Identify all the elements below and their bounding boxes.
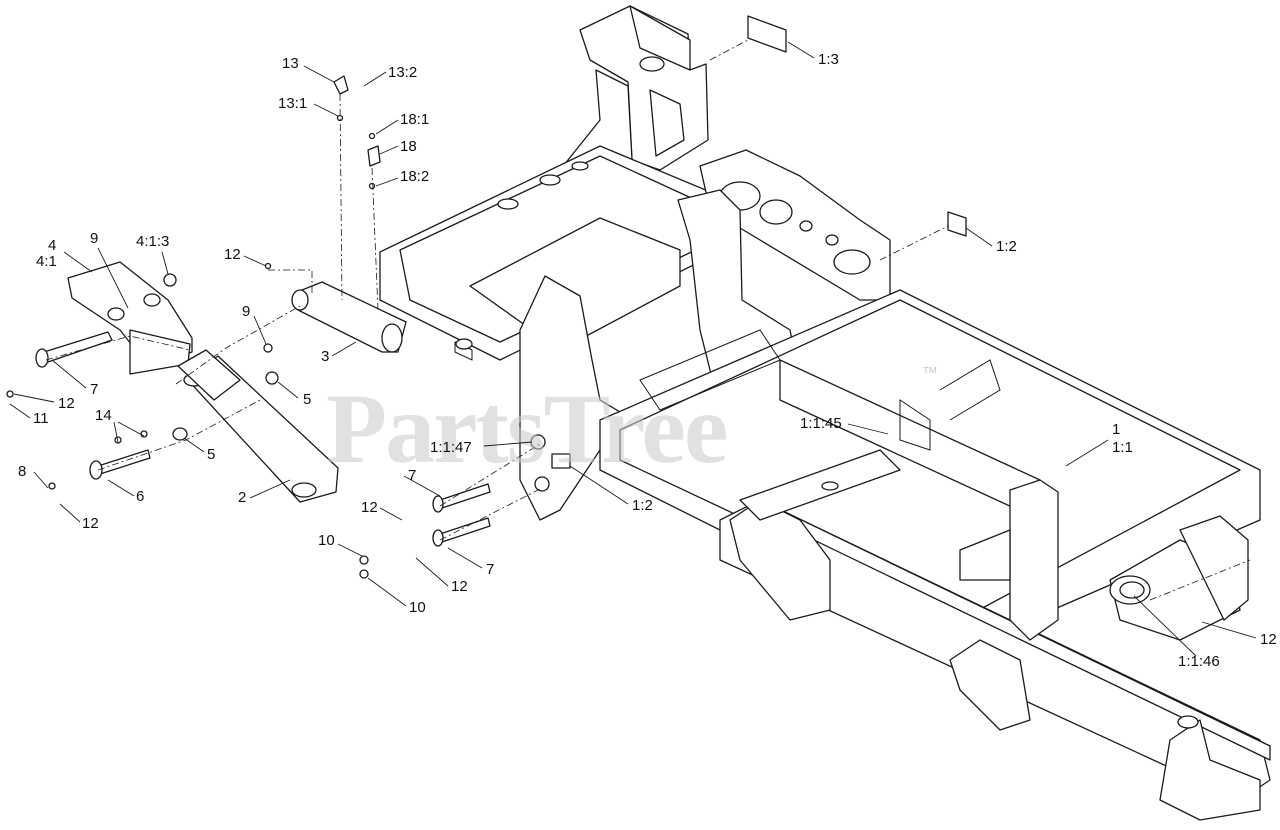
callout-12-bottom-mid[interactable]: 12 (451, 578, 468, 595)
callout-7-left[interactable]: 7 (90, 381, 98, 398)
callout-13[interactable]: 13 (282, 55, 299, 72)
callout-1-1-46[interactable]: 1:1:46 (1178, 653, 1220, 670)
callout-1-1-47[interactable]: 1:1:47 (430, 439, 472, 456)
callout-4-1-3[interactable]: 4:1:3 (136, 233, 169, 250)
callout-10-top[interactable]: 10 (318, 532, 335, 549)
callout-11[interactable]: 11 (33, 410, 49, 427)
callout-1-1-45[interactable]: 1:1:45 (800, 415, 842, 432)
callout-3[interactable]: 3 (321, 348, 329, 365)
callout-5-bottom[interactable]: 5 (207, 446, 215, 463)
callout-12-right[interactable]: 12 (1260, 631, 1277, 648)
callout-13-1[interactable]: 13:1 (278, 95, 307, 112)
callout-12-bottom-left[interactable]: 12 (82, 515, 99, 532)
callout-5-top[interactable]: 5 (303, 391, 311, 408)
lift-arm-2 (177, 349, 339, 503)
callout-8[interactable]: 8 (18, 463, 26, 480)
callout-12-mid[interactable]: 12 (361, 499, 378, 516)
assembly-lines (45, 39, 1251, 601)
callout-1-1[interactable]: 1:1 (1112, 439, 1133, 456)
watermark-trademark: ™ (922, 365, 938, 382)
callout-18[interactable]: 18 (400, 138, 417, 155)
callout-4[interactable]: 4 (48, 237, 56, 254)
callout-7-bottom[interactable]: 7 (486, 561, 494, 578)
cylinder-3 (291, 281, 407, 353)
callout-6[interactable]: 6 (136, 488, 144, 505)
callout-14[interactable]: 14 (95, 407, 112, 424)
callout-2[interactable]: 2 (238, 489, 246, 506)
pivot-bracket-4 (67, 261, 193, 375)
callout-9-left[interactable]: 9 (90, 230, 98, 247)
callout-1[interactable]: 1 (1112, 421, 1120, 438)
callout-18-2[interactable]: 18:2 (400, 168, 429, 185)
main-frame (379, 5, 1271, 821)
small-hardware (6, 15, 967, 579)
callout-1-2-top[interactable]: 1:2 (996, 238, 1017, 255)
watermark-text: PartsTree (326, 373, 726, 484)
callout-13-2[interactable]: 13:2 (388, 64, 417, 81)
callout-1-3[interactable]: 1:3 (818, 51, 839, 68)
callout-18-1[interactable]: 18:1 (400, 111, 429, 128)
callout-9-mid[interactable]: 9 (242, 303, 250, 320)
callout-10-bottom[interactable]: 10 (409, 599, 426, 616)
callout-1-2-mid[interactable]: 1:2 (632, 497, 653, 514)
leader-lines (9, 41, 1257, 657)
callout-4-1[interactable]: 4:1 (36, 253, 57, 270)
callout-12-left[interactable]: 12 (58, 395, 75, 412)
callout-7-mid[interactable]: 7 (408, 467, 416, 484)
callout-12-top[interactable]: 12 (224, 246, 241, 263)
